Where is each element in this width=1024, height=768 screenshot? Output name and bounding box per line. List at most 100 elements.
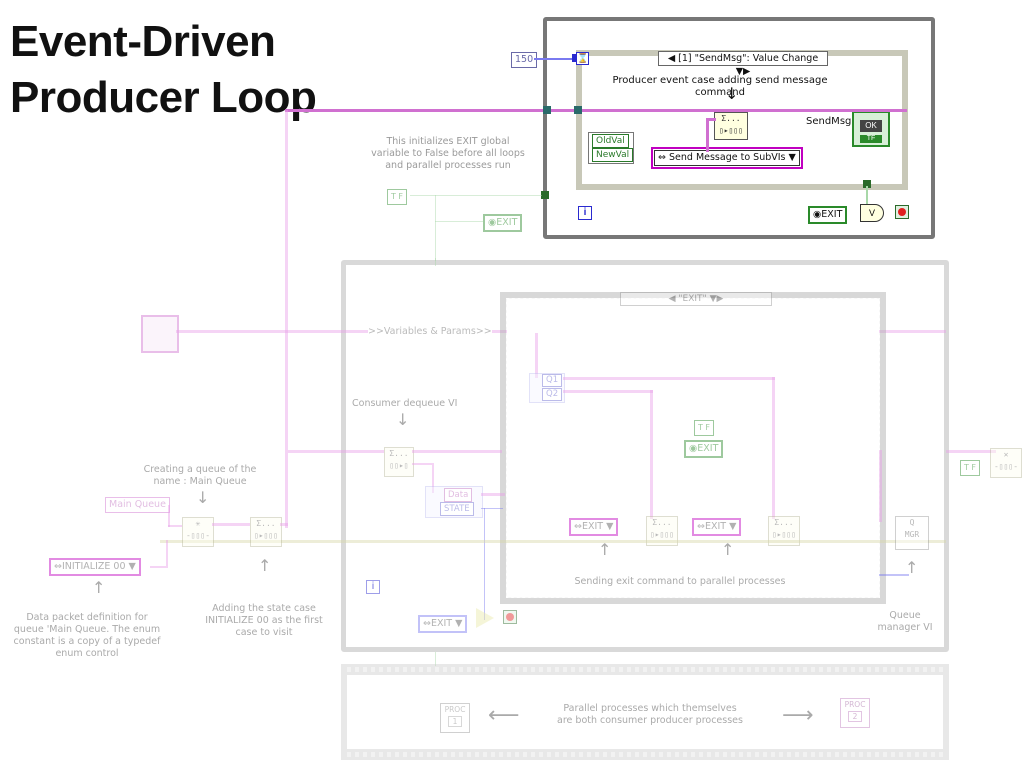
send-message-enum[interactable]: ⇔ Send Message to SubVIs ▼: [651, 147, 803, 169]
timeout-wire: [534, 58, 574, 60]
proc-1-vi[interactable]: PROC 1: [440, 703, 470, 733]
sendmsg-button-terminal[interactable]: OK TF: [852, 111, 890, 147]
case-left-arrow-icon[interactable]: ◀: [668, 294, 676, 304]
init-bool-wire: [410, 195, 542, 196]
queue-vertical-wire: [285, 110, 288, 528]
selector-dropdown-icon[interactable]: ▼▶: [735, 66, 751, 77]
state-queue-wire: [160, 540, 946, 543]
consumer-case-selector[interactable]: ◀ "EXIT" ▼▶: [620, 292, 772, 306]
exit-enum-1-dropdown-icon[interactable]: ▼: [606, 521, 614, 532]
data-packet-note: Data packet definition for queue 'Main Q…: [13, 612, 161, 659]
event-case-label: [1] "SendMsg": Value Change: [678, 53, 819, 64]
init-enum-wire: [150, 566, 166, 568]
case-q-wire: [535, 333, 538, 378]
enqueue-vi-producer[interactable]: Σ...▯▸▯▯▯: [714, 112, 748, 140]
event-case-note: Producer event case adding send message …: [612, 75, 828, 98]
queue-name-wire-h: [168, 525, 182, 527]
sending-arrow-1-icon: ↑: [598, 540, 612, 559]
main-queue-constant[interactable]: Main Queue: [105, 497, 170, 513]
exit-enum-2-label: EXIT: [704, 521, 727, 532]
data-wire: [481, 493, 505, 496]
loop-iteration-icon: i: [578, 206, 592, 220]
create-queue-note: Creating a queue of the name : Main Queu…: [143, 464, 257, 487]
init-bool-constant[interactable]: T F: [387, 189, 408, 205]
enqueue-up-wire: [280, 523, 288, 526]
q1-wire-h: [563, 377, 775, 380]
exit-compare-label: EXIT: [430, 618, 453, 629]
tf-indicator: TF: [860, 135, 882, 143]
init-exit-global[interactable]: ◉EXIT: [483, 214, 523, 232]
consumer-stop-terminal[interactable]: [503, 610, 517, 624]
inner-globe-icon: ◉: [689, 443, 698, 454]
queue-name-wire: [168, 505, 170, 527]
dequeue-out-wire: [412, 463, 432, 465]
obtain-queue-vi[interactable]: ✳-▯▯▯-: [182, 517, 214, 547]
q1-terminal[interactable]: Q1: [542, 374, 563, 387]
enum-dropdown-icon[interactable]: ▼: [788, 152, 796, 163]
q2-wire-h: [563, 390, 653, 393]
old-val-terminal[interactable]: OldVal: [592, 134, 629, 148]
q2-terminal[interactable]: Q2: [542, 388, 563, 401]
exit-enum-2[interactable]: ⇔EXIT ▼: [692, 518, 742, 536]
ok-button[interactable]: OK: [860, 120, 882, 132]
adding-state-arrow-icon: ↑: [258, 556, 272, 575]
event-case-selector[interactable]: ◀ [1] "SendMsg": Value Change ▼▶: [658, 51, 828, 77]
init-enum-dropdown-icon[interactable]: ▼: [128, 561, 136, 572]
data-packet-arrow-icon: ↑: [92, 578, 106, 597]
inner-bool-constant[interactable]: T F: [694, 420, 715, 436]
obtain-to-enqueue-wire: [212, 523, 250, 526]
exit-init-tunnel: [541, 191, 549, 199]
dequeue-vi[interactable]: Σ...▯▯▸▯: [384, 447, 414, 477]
enqueue-init-vi[interactable]: Σ...▯▸▯▯▯: [250, 517, 282, 547]
event-bottom-tunnel: [863, 180, 871, 188]
exit-compare-dropdown-icon[interactable]: ▼: [455, 618, 463, 629]
exit-global-read[interactable]: ◉EXIT: [808, 206, 848, 224]
data-terminal[interactable]: Data: [444, 488, 473, 502]
q-cluster-unbundle[interactable]: Q1 Q2: [529, 373, 565, 403]
consumer-stop-icon: [506, 613, 514, 621]
send-message-enum-value: Send Message to SubVIs: [669, 152, 786, 163]
equal-compare-node[interactable]: [476, 608, 494, 628]
case-dropdown-icon[interactable]: ▼▶: [709, 294, 724, 304]
params-cluster-constant[interactable]: [141, 315, 179, 353]
producer-while-loop[interactable]: [543, 17, 935, 239]
data-state-unbundle[interactable]: Data STATE: [425, 486, 483, 518]
qmgr-blue-wire: [879, 574, 909, 576]
init-exit-label: EXIT: [496, 217, 518, 228]
exit-enum-2-icon: ⇔: [697, 521, 705, 532]
enqueue-exit-vi-1[interactable]: Σ...▯▸▯▯▯: [646, 516, 678, 546]
new-val-terminal[interactable]: NewVal: [592, 148, 634, 162]
dequeue-arrow-icon: ↓: [396, 410, 410, 429]
proc-1-arrow-icon: ⟵: [488, 703, 520, 728]
consumer-while-loop[interactable]: [341, 260, 949, 652]
output-bool-constant[interactable]: T F: [960, 460, 981, 476]
exit-global-label: EXIT: [821, 209, 843, 220]
producer-queue-wire: [285, 109, 907, 112]
proc-2-label: PROC: [844, 700, 866, 709]
proc-2-num: 2: [847, 711, 863, 722]
right-out-wire: [946, 450, 996, 453]
parallel-film-bottom: [343, 752, 947, 757]
proc-1-num: 1: [447, 716, 463, 727]
q2-wire-v: [650, 390, 653, 519]
state-vwire: [484, 508, 485, 620]
state-terminal[interactable]: STATE: [440, 502, 474, 516]
create-queue-arrow-icon: ↓: [196, 488, 210, 507]
init-to-consumer-wire: [435, 258, 436, 266]
stop-terminal[interactable]: [895, 205, 909, 219]
exit-enum-2-dropdown-icon[interactable]: ▼: [729, 521, 737, 532]
or-gate[interactable]: V: [860, 204, 884, 222]
timeout-constant[interactable]: 150: [511, 52, 538, 68]
release-queue-vi[interactable]: ✕-▯▯▯-: [990, 448, 1022, 478]
queue-manager-vi[interactable]: Q MGR: [895, 516, 929, 550]
initialize-enum[interactable]: ⇔INITIALIZE 00 ▼: [49, 558, 141, 576]
event-data-node: OldVal NewVal: [588, 132, 634, 164]
exit-enum-1[interactable]: ⇔EXIT ▼: [569, 518, 619, 536]
selector-left-arrow-icon[interactable]: ◀: [667, 53, 676, 64]
proc-2-vi[interactable]: PROC 2: [840, 698, 870, 728]
init-enum-label: INITIALIZE 00: [61, 561, 126, 572]
exit-compare-enum[interactable]: ⇔EXIT ▼: [418, 615, 468, 633]
enqueue-exit-vi-2[interactable]: Σ...▯▸▯▯▯: [768, 516, 800, 546]
inner-exit-global[interactable]: ◉EXIT: [684, 440, 724, 458]
init-exit-wire: [435, 221, 483, 222]
